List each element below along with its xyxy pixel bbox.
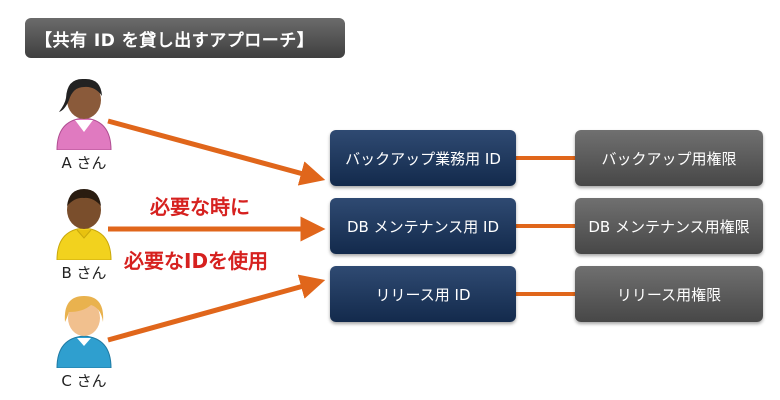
user-a: A さん [44, 74, 124, 173]
id-box-release: リリース用 ID [330, 266, 516, 322]
callout-line-1: 必要な時に [150, 195, 250, 219]
callout-line-2: 必要なIDを使用 [124, 249, 269, 273]
id-box-db-maintenance: DB メンテナンス用 ID [330, 198, 516, 254]
id-box-backup: バックアップ業務用 ID [330, 130, 516, 186]
arrow-c-to-release [107, 274, 326, 343]
user-c: C さん [44, 292, 124, 391]
person-c-icon [56, 296, 112, 368]
user-a-label: A さん [61, 154, 107, 172]
person-a-icon [56, 78, 112, 150]
user-c-label: C さん [61, 372, 107, 390]
user-b: B さん [44, 184, 124, 283]
perm-box-db-maintenance: DB メンテナンス用権限 [575, 198, 763, 254]
perm-box-backup: バックアップ用権限 [575, 130, 763, 186]
user-b-label: B さん [61, 264, 107, 282]
arrow-a-to-backup [107, 118, 326, 186]
diagram-title: 【共有 ID を貸し出すアプローチ】 [25, 18, 345, 58]
person-b-icon [56, 189, 112, 260]
perm-box-release: リリース用権限 [575, 266, 763, 322]
